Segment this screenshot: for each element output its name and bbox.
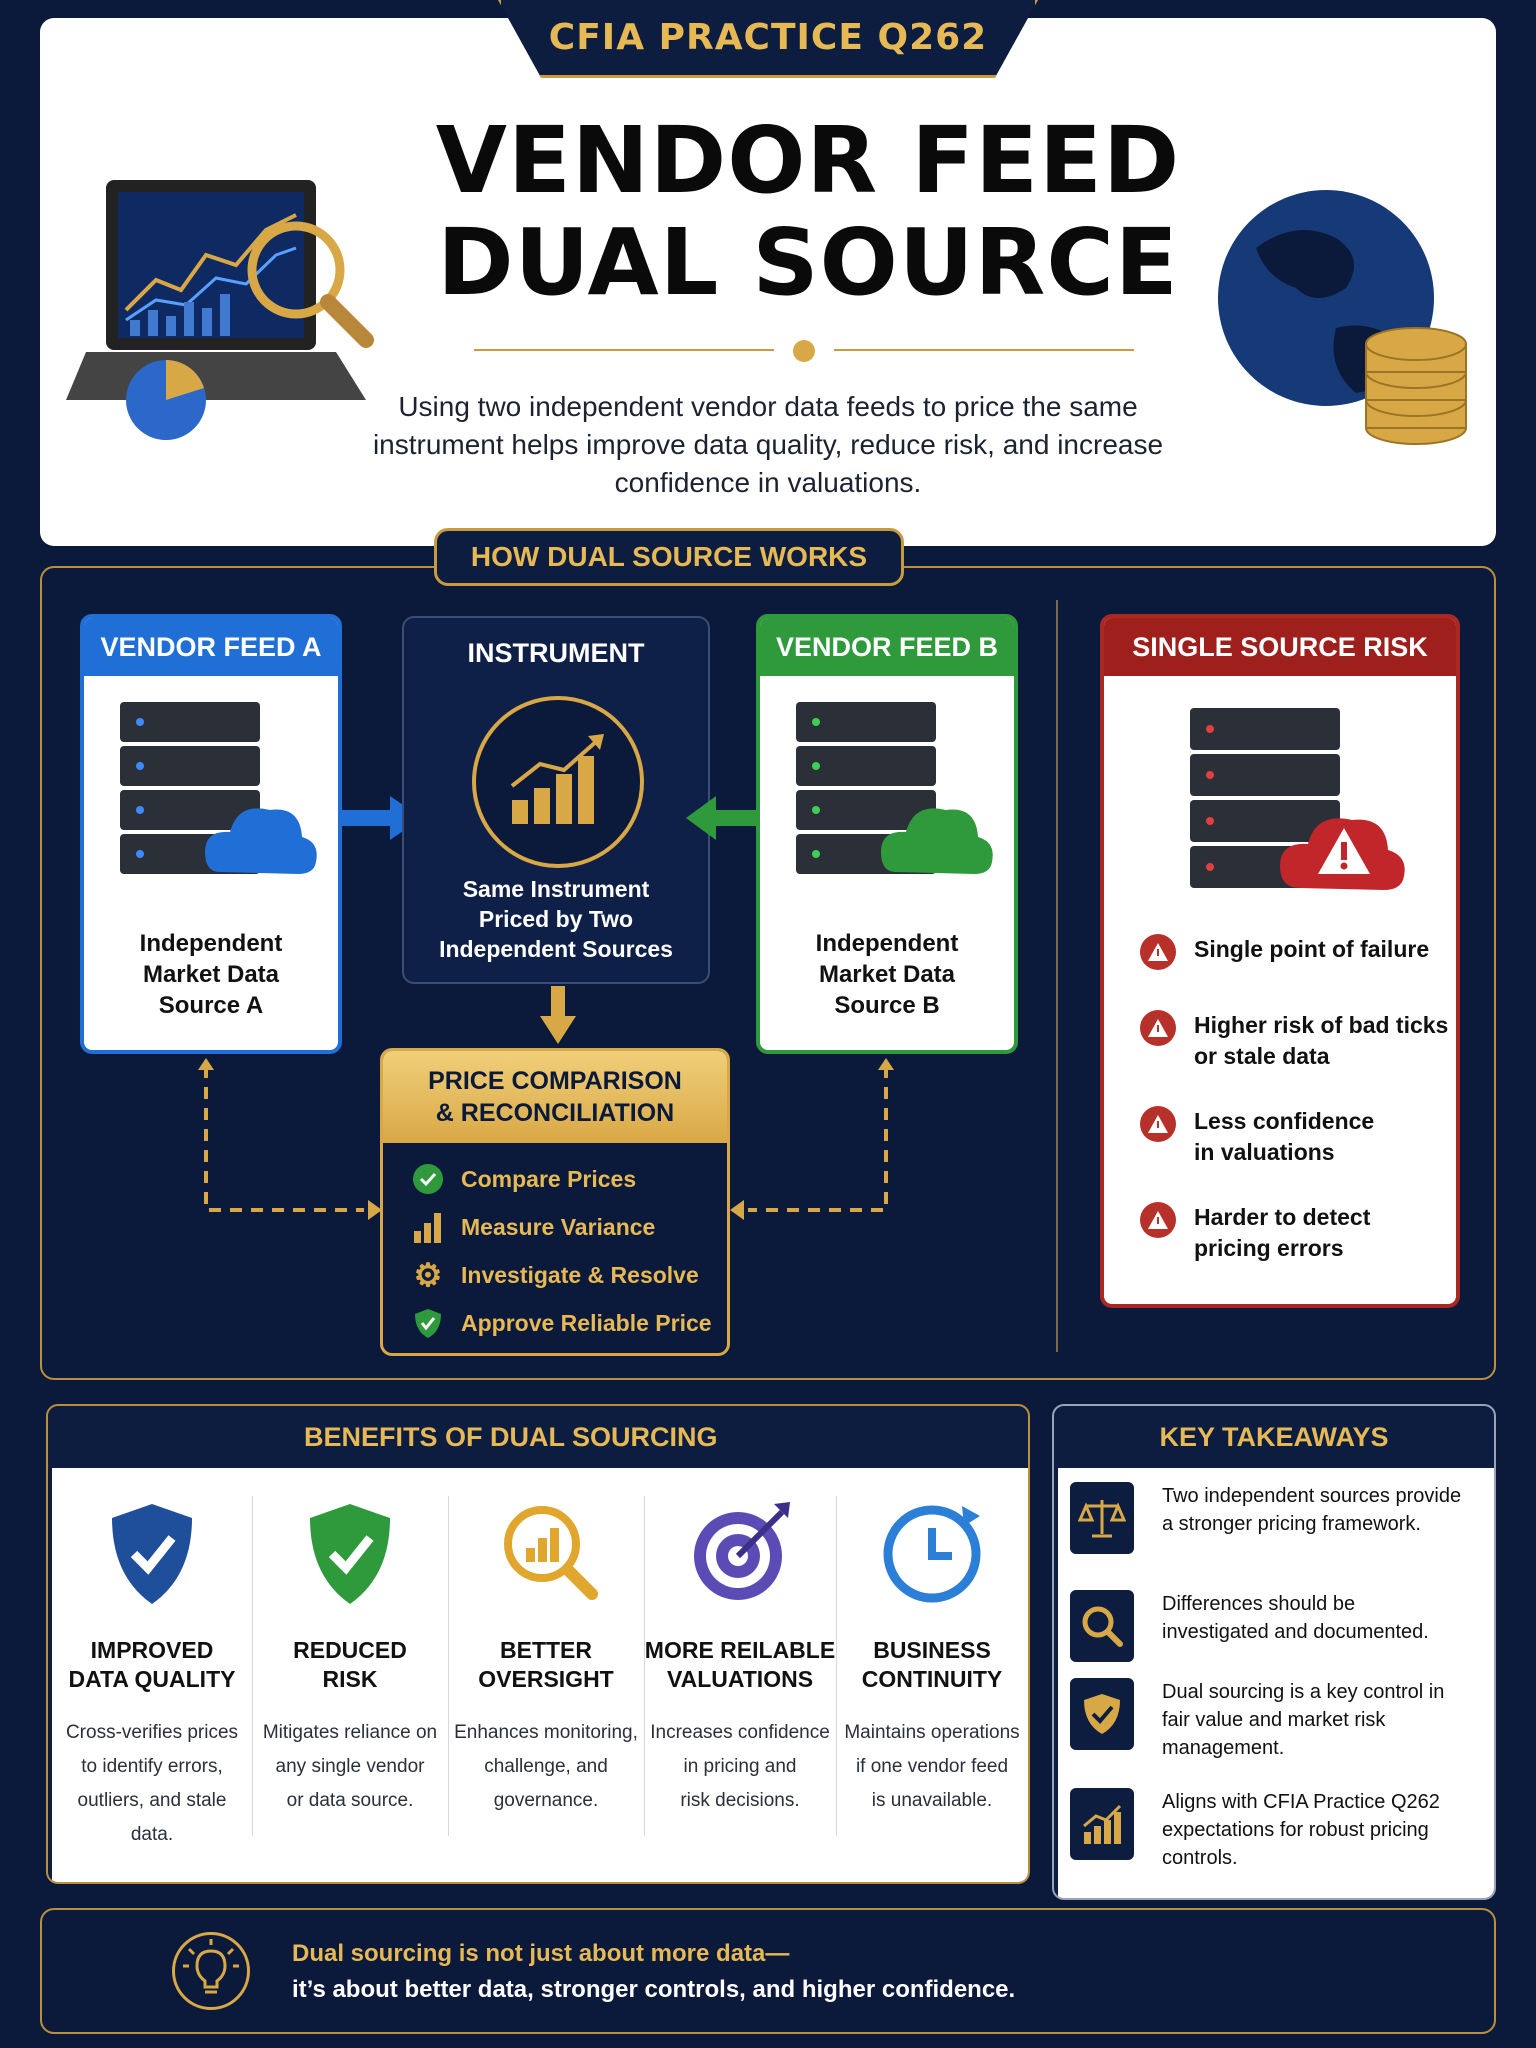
vendor-feed-a-title: VENDOR FEED A — [84, 618, 338, 676]
header-card: VENDOR FEED DUAL SOURCE Using two indepe… — [40, 18, 1496, 546]
globe-coins-illustration — [1218, 190, 1467, 445]
title-divider — [474, 340, 1134, 362]
takeaway-item: Aligns with CFIA Practice Q262 expectati… — [1070, 1788, 1462, 1872]
takeaway-item: Dual sourcing is a key control in fair v… — [1070, 1678, 1462, 1762]
takeaway-item: Two independent sources provide a strong… — [1070, 1482, 1462, 1554]
shield-check-icon — [411, 1306, 445, 1340]
single-source-risk-title: SINGLE SOURCE RISK — [1104, 618, 1456, 676]
warning-icon — [1140, 1106, 1176, 1142]
arrow-left-icon — [686, 796, 758, 840]
comparison-step: ⚙ Investigate & Resolve — [411, 1255, 699, 1295]
vendor-feed-b-title: VENDOR FEED B — [760, 618, 1014, 676]
price-comparison-title: PRICE COMPARISON& RECONCILIATION — [383, 1051, 727, 1143]
warning-icon — [1140, 1010, 1176, 1046]
risk-item: Single point of failure — [1140, 934, 1429, 970]
comparison-step: Measure Variance — [411, 1207, 655, 1247]
lightbulb-icon — [172, 1932, 250, 2010]
single-source-risk-card: SINGLE SOURCE RISK Single point of failu… — [1100, 614, 1460, 1308]
practice-badge: CFIA PRACTICE Q262 — [498, 0, 1038, 78]
gear-icon: ⚙ — [413, 1257, 443, 1293]
page-subtitle: Using two independent vendor data feeds … — [372, 391, 1164, 498]
server-cloud-icon — [796, 702, 993, 874]
instrument-title: INSTRUMENT — [467, 638, 645, 668]
section-divider — [1056, 600, 1058, 1352]
comparison-step: Approve Reliable Price — [411, 1303, 712, 1343]
shield-check-icon — [310, 1504, 390, 1604]
footer-line-1: Dual sourcing is not just about more dat… — [292, 1940, 790, 1967]
price-comparison-card: PRICE COMPARISON& RECONCILIATION Compare… — [380, 1048, 730, 1356]
growth-chart-icon — [472, 696, 644, 868]
search-icon — [1070, 1590, 1134, 1662]
server-alert-icon — [1190, 708, 1405, 890]
shield-check-icon — [1070, 1678, 1134, 1750]
how-section-tab: HOW DUAL SOURCE WORKS — [434, 528, 904, 586]
shield-check-icon — [112, 1504, 192, 1604]
check-circle-icon — [411, 1162, 445, 1196]
arrow-down-icon — [540, 986, 576, 1044]
comparison-step: Compare Prices — [411, 1159, 636, 1199]
clock-icon — [883, 1505, 981, 1603]
title-line-2: DUAL SOURCE — [437, 209, 1179, 316]
footer-line-2: it’s about better data, stronger control… — [292, 1976, 1016, 2003]
page-title: VENDOR FEED DUAL SOURCE — [370, 110, 1246, 314]
takeaway-item: Differences should be investigated and d… — [1070, 1590, 1462, 1662]
benefits-title: BENEFITS OF DUAL SOURCING — [304, 1421, 718, 1452]
growth-chart-icon — [1070, 1788, 1134, 1860]
scales-icon — [1070, 1482, 1134, 1554]
warning-icon — [1140, 1202, 1176, 1238]
bar-chart-icon — [411, 1210, 445, 1244]
key-takeaways-title: KEY TAKEAWAYS — [1159, 1421, 1389, 1452]
key-takeaways-section: KEY TAKEAWAYS Two independent sources pr… — [1052, 1404, 1496, 1900]
footer-banner: Dual sourcing is not just about more dat… — [40, 1908, 1496, 2034]
title-line-1: VENDOR FEED — [435, 107, 1181, 214]
magnifier-chart-icon — [504, 1506, 598, 1600]
dashed-connectors — [198, 1058, 894, 1220]
warning-icon — [1140, 934, 1176, 970]
server-cloud-icon — [120, 702, 317, 874]
badge-label: CFIA PRACTICE Q262 — [548, 17, 988, 58]
target-icon — [694, 1502, 790, 1600]
laptop-chart-illustration — [66, 180, 374, 440]
key-takeaways-body: Two independent sources provide a strong… — [1058, 1468, 1494, 1898]
